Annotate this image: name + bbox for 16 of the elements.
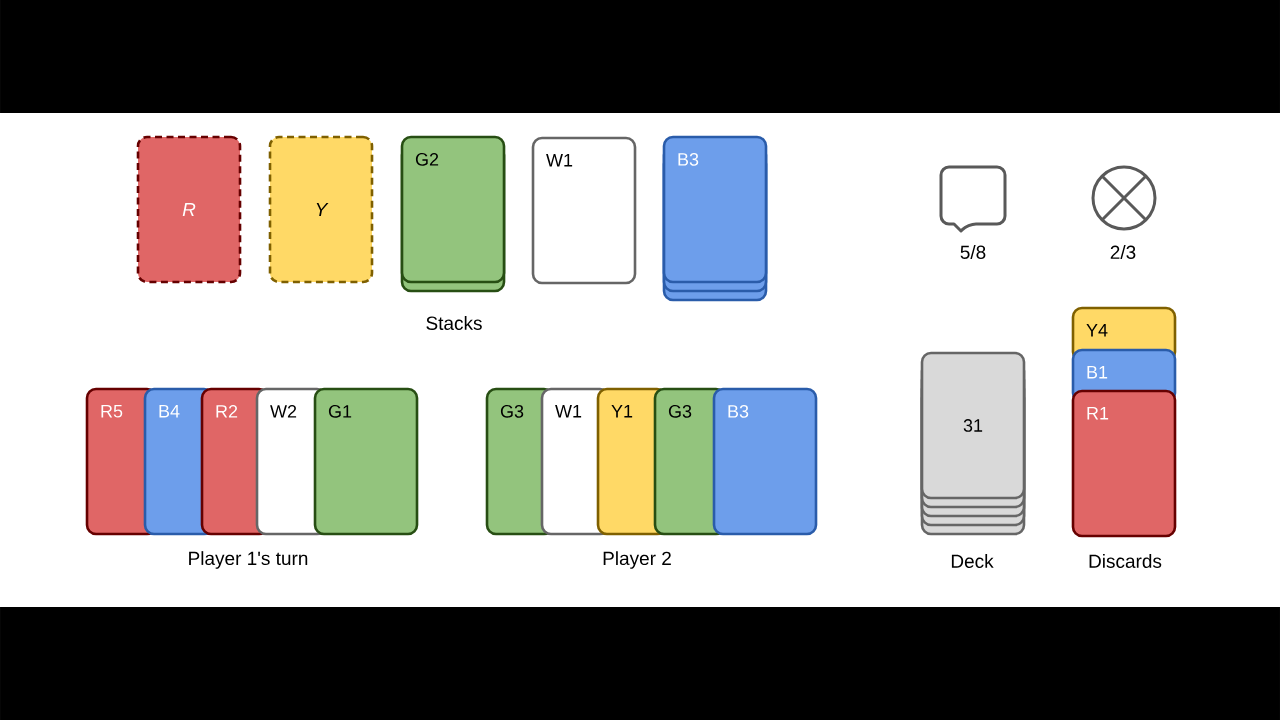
card-stack: 31 <box>920 351 1026 536</box>
section-label: Stacks <box>426 316 482 330</box>
card: R1 <box>1071 389 1177 538</box>
section-label: Player 1's turn <box>189 551 308 569</box>
empty-card-slot: R <box>136 135 242 284</box>
empty-card-slot: Y <box>268 135 374 284</box>
section-label: Deck <box>951 554 994 568</box>
card: B3 <box>712 387 818 536</box>
card-stack: B3 <box>662 135 768 302</box>
card-stack: G2 <box>400 135 506 293</box>
count-label: 2/3 <box>1110 245 1136 259</box>
section-label: Player 2 <box>603 551 671 569</box>
card: W1 <box>531 136 637 285</box>
section-label: Discards <box>1089 554 1162 568</box>
count-label: 5/8 <box>960 245 986 259</box>
card: G1 <box>313 387 419 536</box>
